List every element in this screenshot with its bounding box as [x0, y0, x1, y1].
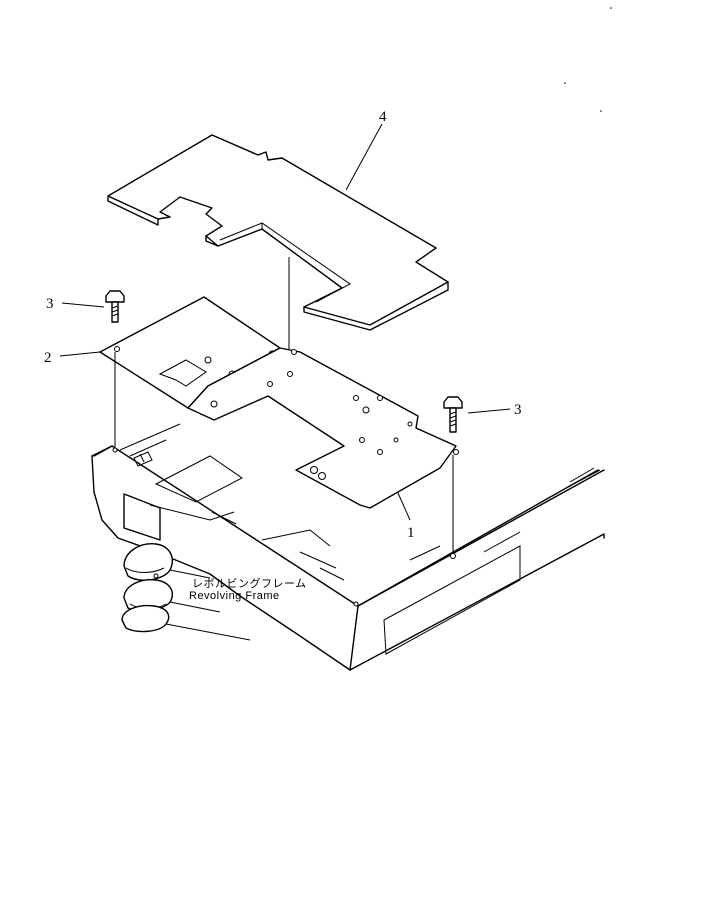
- leader-line-3-left: [61, 302, 105, 308]
- scan-speck: [610, 7, 612, 9]
- callout-1: 1: [407, 525, 415, 541]
- frame-label-english: Revolving Frame: [189, 590, 280, 602]
- bolt-icon-left: [105, 290, 125, 323]
- callout-4: 4: [379, 109, 387, 125]
- frame-label-japanese: レボルビングフレーム: [192, 576, 307, 590]
- leader-line-1: [397, 492, 411, 521]
- revolving-frame-icon: [91, 423, 605, 671]
- callout-3-right: 3: [514, 402, 522, 418]
- floor-mat-icon: [107, 134, 449, 331]
- leader-line-4: [345, 123, 383, 191]
- scan-speck: [600, 110, 602, 112]
- callout-3-left: 3: [46, 296, 54, 312]
- leader-line-3-right: [467, 408, 511, 414]
- bolt-icon-right: [443, 396, 463, 433]
- leader-line-2: [59, 351, 101, 357]
- floor-plate-icon: [187, 347, 459, 509]
- scan-speck: [564, 82, 566, 84]
- callout-2: 2: [44, 350, 52, 366]
